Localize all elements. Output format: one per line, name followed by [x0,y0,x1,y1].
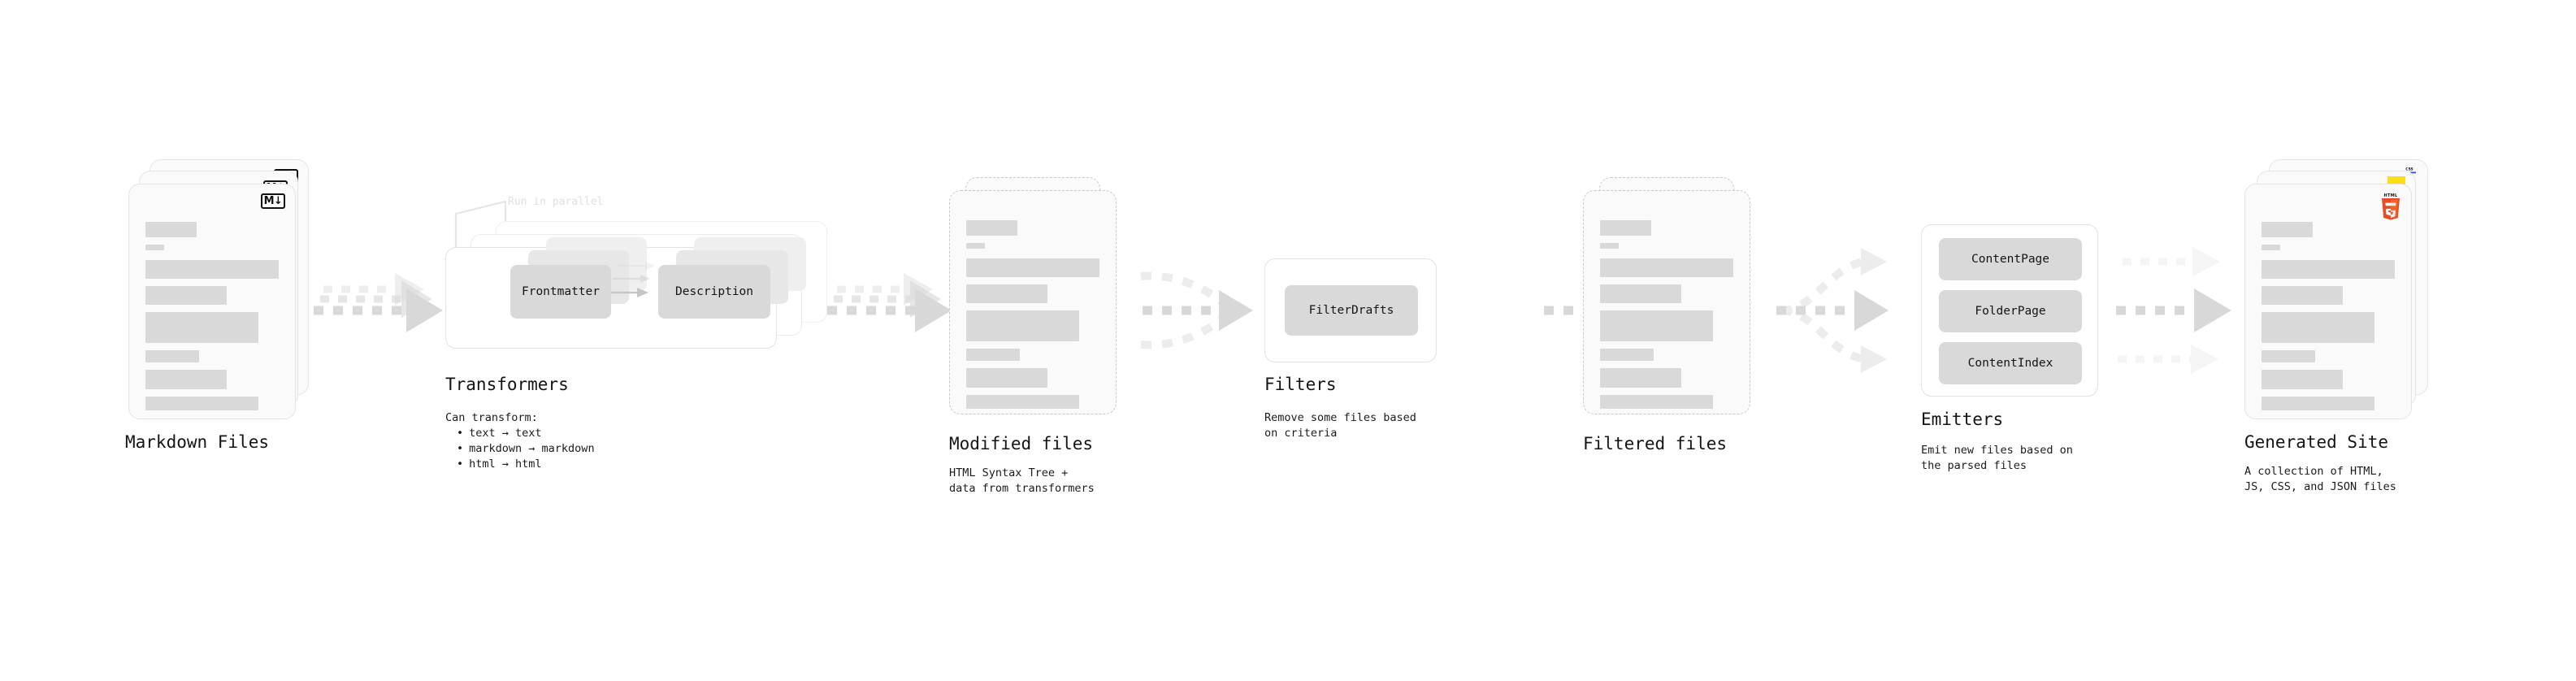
content-bar [966,368,1048,388]
filters-box[interactable]: FilterDrafts [1264,258,1437,362]
content-bar [1600,368,1682,388]
content-bar [2262,260,2395,279]
arrow-filtered-to-emitters [1776,248,1889,373]
content-bar [2262,350,2315,362]
transformers-bullets: text → text markdown → markdown html → h… [445,426,595,472]
generated-site-title: Generated Site [2244,432,2389,452]
modified-files-caption: HTML Syntax Tree + data from transformer… [949,466,1095,495]
content-bar [145,260,279,279]
filtered-files-stack [1583,177,1770,421]
content-bar [145,245,164,250]
content-bar [966,284,1048,303]
arrow-modified-to-filters [1140,271,1253,349]
site-card-content [2262,222,2395,418]
run-in-parallel-label: Run in parallel [508,196,604,208]
arrow-transformers-to-modified [827,273,952,332]
filters-caption: Remove some files based on criteria [1264,411,1416,440]
content-bar [145,397,259,410]
modified-files-stack [949,177,1136,421]
content-bar [966,310,1080,341]
content-bar [1600,284,1682,303]
content-bar [145,222,197,237]
content-bar [1600,243,1619,249]
transformers-group: Frontmatter Description [445,202,827,364]
transform-bullet: text → text [457,426,595,441]
arrow-markdown-to-transformers [314,273,443,332]
content-bar [966,349,1020,361]
markdown-card-content [145,222,279,418]
modified-files-title: Modified files [949,434,1094,453]
transform-bullet: markdown → markdown [457,441,594,457]
transformers-title: Transformers [445,375,569,394]
content-bar [2262,286,2344,305]
filter-chip-filterdrafts[interactable]: FilterDrafts [1285,285,1418,336]
markdown-files-stack: M↓ M↓ M↓ [128,159,315,419]
markdown-files-title: Markdown Files [125,432,270,452]
content-bar [966,258,1099,277]
content-bar [145,350,199,362]
emitters-title: Emitters [1921,410,2004,429]
transformer-inner-arrows [606,262,655,297]
content-bar [2262,312,2375,343]
svg-text:HTML: HTML [2384,193,2398,198]
content-bar [2262,222,2313,237]
content-bar [1600,349,1654,361]
arrow-emitters-to-site [2116,247,2231,374]
generated-site-stack: CSS HTML [2244,159,2439,419]
filtered-files-title: Filtered files [1583,434,1728,453]
content-bar [1600,310,1714,341]
transformer-chip-frontmatter[interactable]: Frontmatter [510,265,611,319]
content-bar [966,395,1080,409]
html5-badge: HTML [2380,192,2401,221]
content-bar [2262,245,2280,250]
content-bar [145,370,228,389]
content-bar [1600,395,1714,409]
filtered-card-front [1583,190,1750,414]
modified-card-front [949,190,1117,414]
svg-text:CSS: CSS [2405,167,2413,172]
emitter-chip-contentindex[interactable]: ContentIndex [1939,342,2082,384]
filtered-card-content [1600,220,1733,416]
emitter-chip-folderpage[interactable]: FolderPage [1939,290,2082,332]
emitter-chip-contentpage[interactable]: ContentPage [1939,238,2082,280]
modified-card-content [966,220,1099,416]
emitters-caption: Emit new files based on the parsed files [1921,444,2073,472]
markdown-badge: M↓ [261,193,285,209]
transform-bullet: html → html [457,457,595,472]
generated-site-caption: A collection of HTML, JS, CSS, and JSON … [2244,465,2396,493]
content-bar [966,243,985,249]
transformer-chip-description[interactable]: Description [658,265,770,319]
content-bar [966,220,1017,236]
emitters-box[interactable]: ContentPage FolderPage ContentIndex [1921,224,2098,397]
transformers-caption: Can transform: [445,411,538,424]
content-bar [2262,397,2375,410]
content-bar [145,312,259,343]
content-bar [2262,370,2344,389]
content-bar [1600,220,1651,236]
content-bar [145,286,228,305]
markdown-card-front: M↓ [128,184,296,419]
site-card-html: HTML [2244,184,2412,419]
filters-title: Filters [1264,375,1337,394]
content-bar [1600,258,1733,277]
